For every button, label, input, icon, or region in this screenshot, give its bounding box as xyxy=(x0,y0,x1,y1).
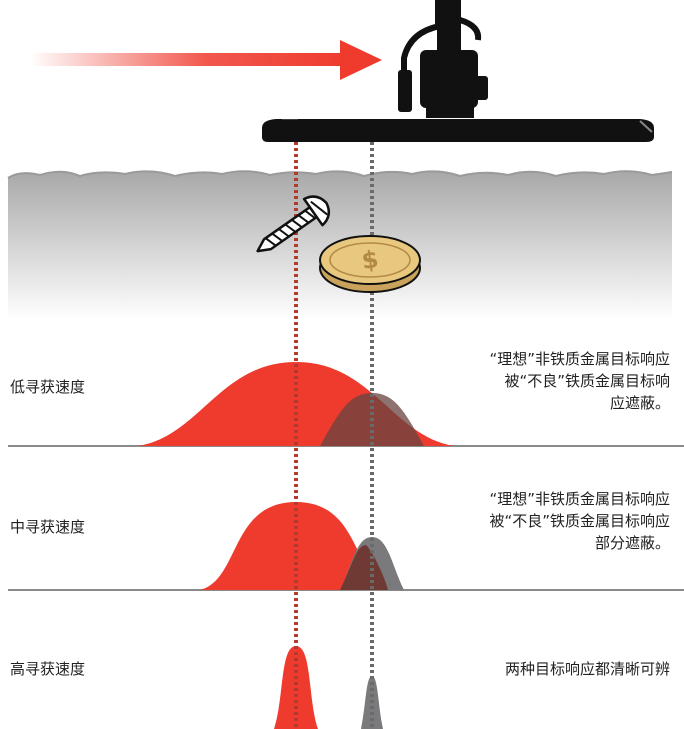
description-low: “理想”非铁质金属目标响应 被“不良”铁质金属目标响 应遮蔽。 xyxy=(489,348,670,414)
response-curves-high xyxy=(274,646,383,729)
arrow-right-icon xyxy=(30,40,382,80)
coin-icon: $ xyxy=(319,235,421,293)
speed-label-high: 高寻获速度 xyxy=(10,660,86,678)
description-line: 被“不良”铁质金属目标响 xyxy=(504,372,670,390)
description-line: 被“不良”铁质金属目标响应 xyxy=(489,512,670,530)
speed-label-low: 低寻获速度 xyxy=(10,378,86,396)
description-line: 部分遮蔽。 xyxy=(594,534,670,552)
speed-label-medium: 中寻获速度 xyxy=(10,518,86,536)
description-line: 两种目标响应都清晰可辨 xyxy=(504,660,670,678)
description-line: “理想”非铁质金属目标响应 xyxy=(489,490,670,508)
screw-icon xyxy=(256,195,331,253)
description-line: 应遮蔽。 xyxy=(609,394,670,412)
description-high: 两种目标响应都清晰可辨 xyxy=(505,658,670,680)
response-curves-low xyxy=(138,362,454,446)
svg-text:$: $ xyxy=(360,245,380,275)
description-line: “理想”非铁质金属目标响应 xyxy=(489,350,670,368)
description-medium: “理想”非铁质金属目标响应 被“不良”铁质金属目标响应 部分遮蔽。 xyxy=(489,488,670,554)
metal-detector-coil-icon xyxy=(262,0,654,142)
